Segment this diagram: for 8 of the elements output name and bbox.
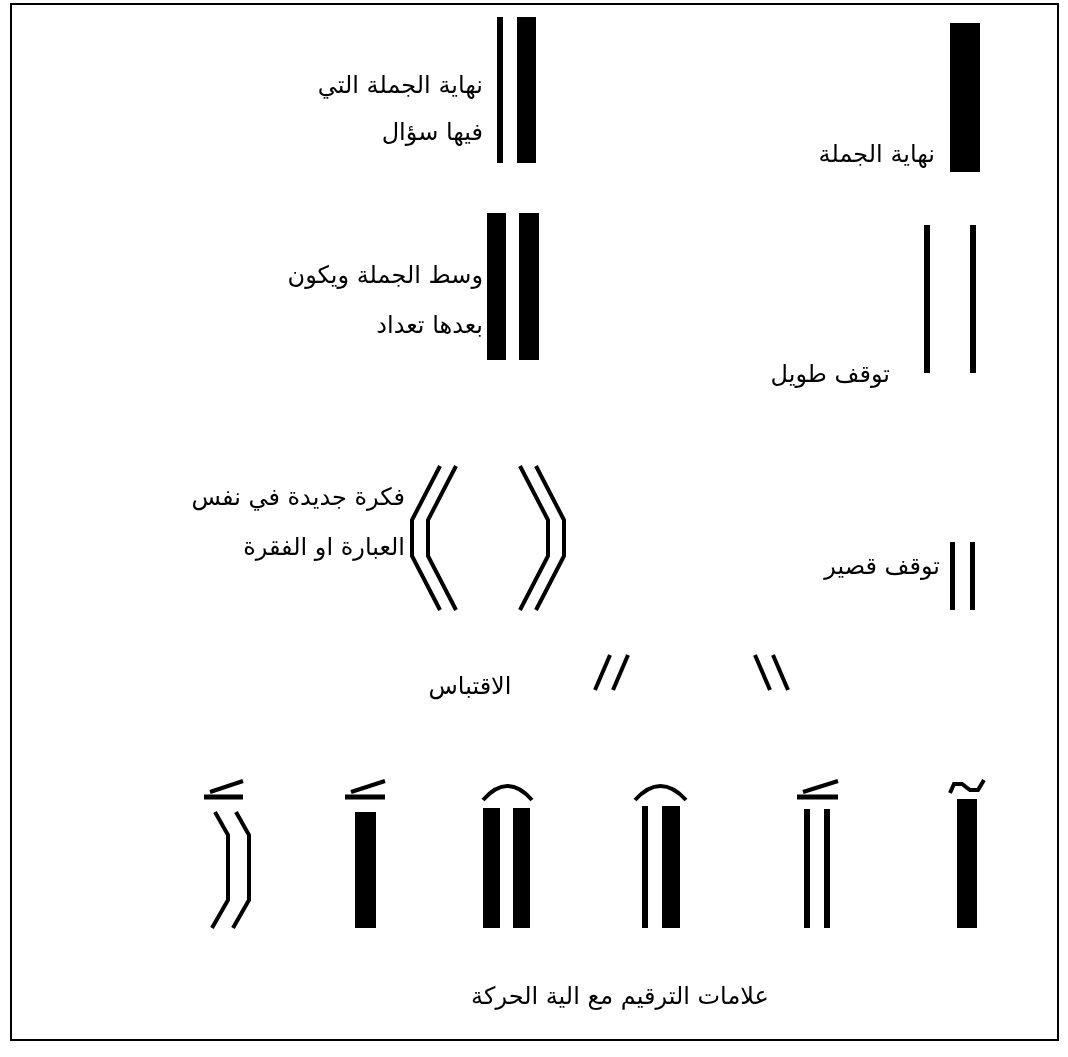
label-text: نهاية الجملة [818,140,935,168]
label-text: فكرة جديدة في نفس العبارة او الفقرة [190,482,405,563]
label-text: وسط الجملة ويكون بعدها تعداد [286,260,483,341]
label-text: الاقتباس [428,672,512,700]
label-text: توقف طويل [770,360,890,388]
label-text: علامات الترقيم مع الية الحركة [471,982,769,1010]
label-text: نهاية الجملة التي فيها سؤال [316,70,483,148]
label-text: توقف قصير [824,552,940,580]
